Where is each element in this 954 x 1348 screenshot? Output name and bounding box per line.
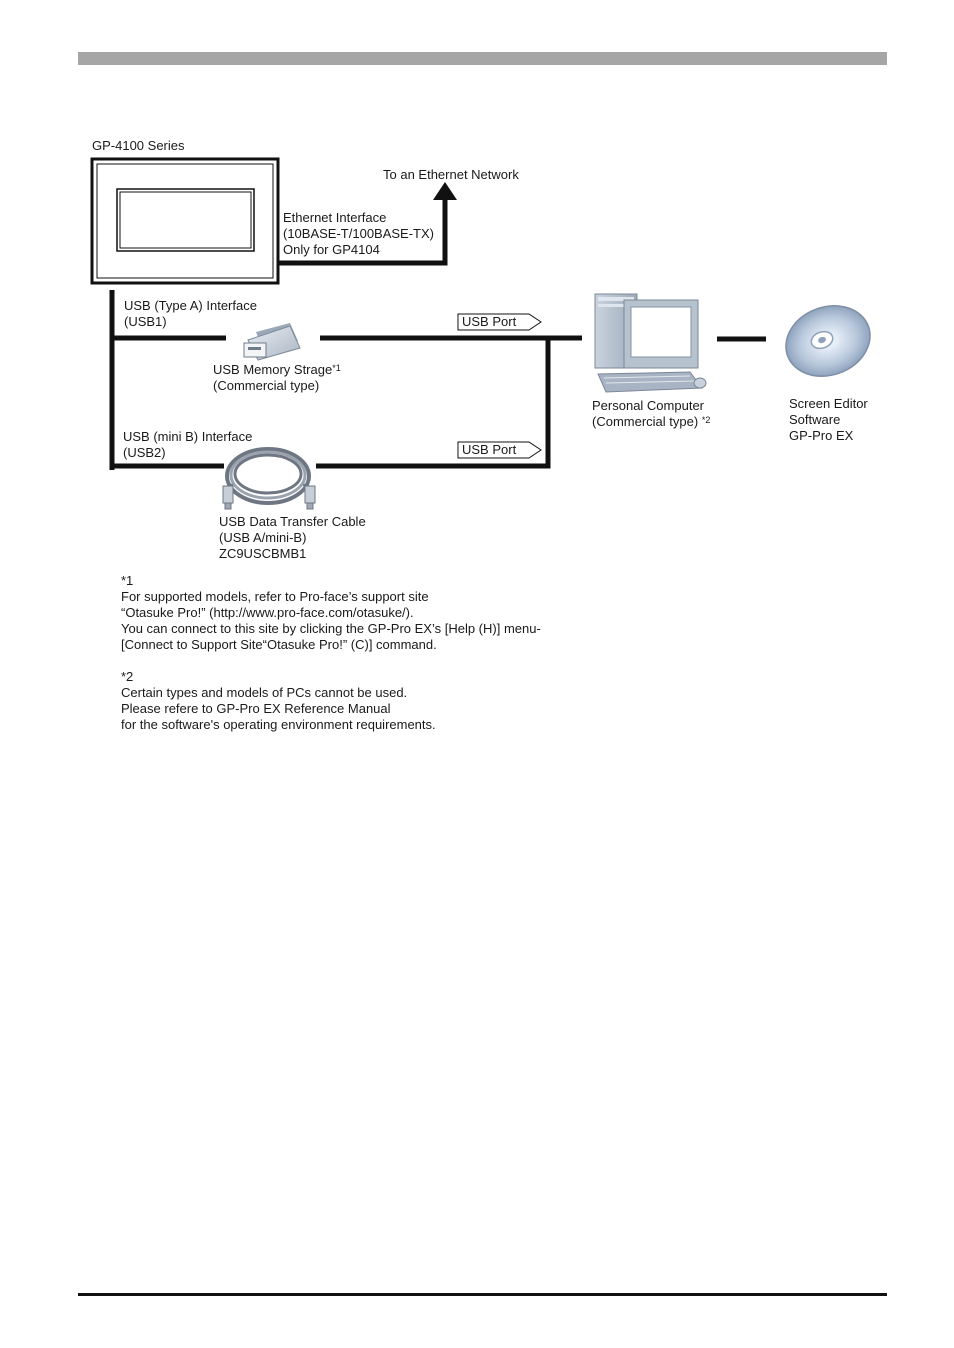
ethernet-interface-line1: Ethernet Interface [283, 210, 434, 226]
footnote-2-marker: *2 [121, 669, 436, 685]
footnote-2: *2 Certain types and models of PCs canno… [121, 669, 436, 733]
usb-port-label-1: USB Port [462, 314, 516, 330]
ethernet-interface-line3: Only for GP4104 [283, 242, 434, 258]
usb-memory-label: USB Memory Strage*1 (Commercial type) [213, 362, 341, 394]
gp-4100-unit [92, 159, 278, 283]
footnote-1-line1: For supported models, refer to Pro-face’… [121, 589, 541, 605]
usb-cable-label: USB Data Transfer Cable (USB A/mini-B) Z… [219, 514, 366, 562]
usb-memory-footnote-ref: *1 [332, 363, 341, 373]
usb-cable-line1: USB Data Transfer Cable [219, 514, 366, 530]
software-label-line3: GP-Pro EX [789, 428, 868, 444]
usb-port-label-2: USB Port [462, 442, 516, 458]
usb-memory-line2: (Commercial type) [213, 378, 341, 394]
usb1-interface-label: USB (Type A) Interface (USB1) [124, 298, 257, 330]
pc-label: Personal Computer (Commercial type) *2 [592, 398, 710, 430]
footer-rule [78, 1293, 887, 1296]
footnote-2-line1: Certain types and models of PCs cannot b… [121, 685, 436, 701]
pc-label-line1: Personal Computer [592, 398, 710, 414]
pc-label-line2: (Commercial type) [592, 414, 698, 429]
up-arrow-icon [433, 182, 457, 200]
device-title: GP-4100 Series [92, 138, 185, 154]
footnote-1-line2: “Otasuke Pro!” (http://www.pro-face.com/… [121, 605, 541, 621]
cd-disc-icon [776, 294, 880, 387]
usb-memory-line1: USB Memory Strage [213, 362, 332, 377]
software-label-line1: Screen Editor [789, 396, 868, 412]
ethernet-interface-line2: (10BASE-T/100BASE-TX) [283, 226, 434, 242]
ethernet-interface-label: Ethernet Interface (10BASE-T/100BASE-TX)… [283, 210, 434, 258]
ethernet-destination-label: To an Ethernet Network [383, 167, 519, 183]
personal-computer-icon [595, 294, 706, 392]
usb1-interface-line2: (USB1) [124, 314, 257, 330]
usb2-interface-line2: (USB2) [123, 445, 252, 461]
usb2-interface-line1: USB (mini B) Interface [123, 429, 252, 445]
footnote-1-marker: *1 [121, 573, 541, 589]
footnote-2-line3: for the software's operating environment… [121, 717, 436, 733]
footnote-1-line3: You can connect to this site by clicking… [121, 621, 541, 637]
usb-cable-line2: (USB A/mini-B) [219, 530, 366, 546]
pc-footnote-ref: *2 [702, 415, 711, 425]
software-label: Screen Editor Software GP-Pro EX [789, 396, 868, 444]
footnote-2-line2: Please refere to GP-Pro EX Reference Man… [121, 701, 436, 717]
footnote-1-line4: [Connect to Support Site“Otasuke Pro!” (… [121, 637, 541, 653]
footnote-1: *1 For supported models, refer to Pro-fa… [121, 573, 541, 653]
usb1-interface-line1: USB (Type A) Interface [124, 298, 257, 314]
software-label-line2: Software [789, 412, 868, 428]
usb2-interface-label: USB (mini B) Interface (USB2) [123, 429, 252, 461]
usb-cable-line3: ZC9USCBMB1 [219, 546, 366, 562]
